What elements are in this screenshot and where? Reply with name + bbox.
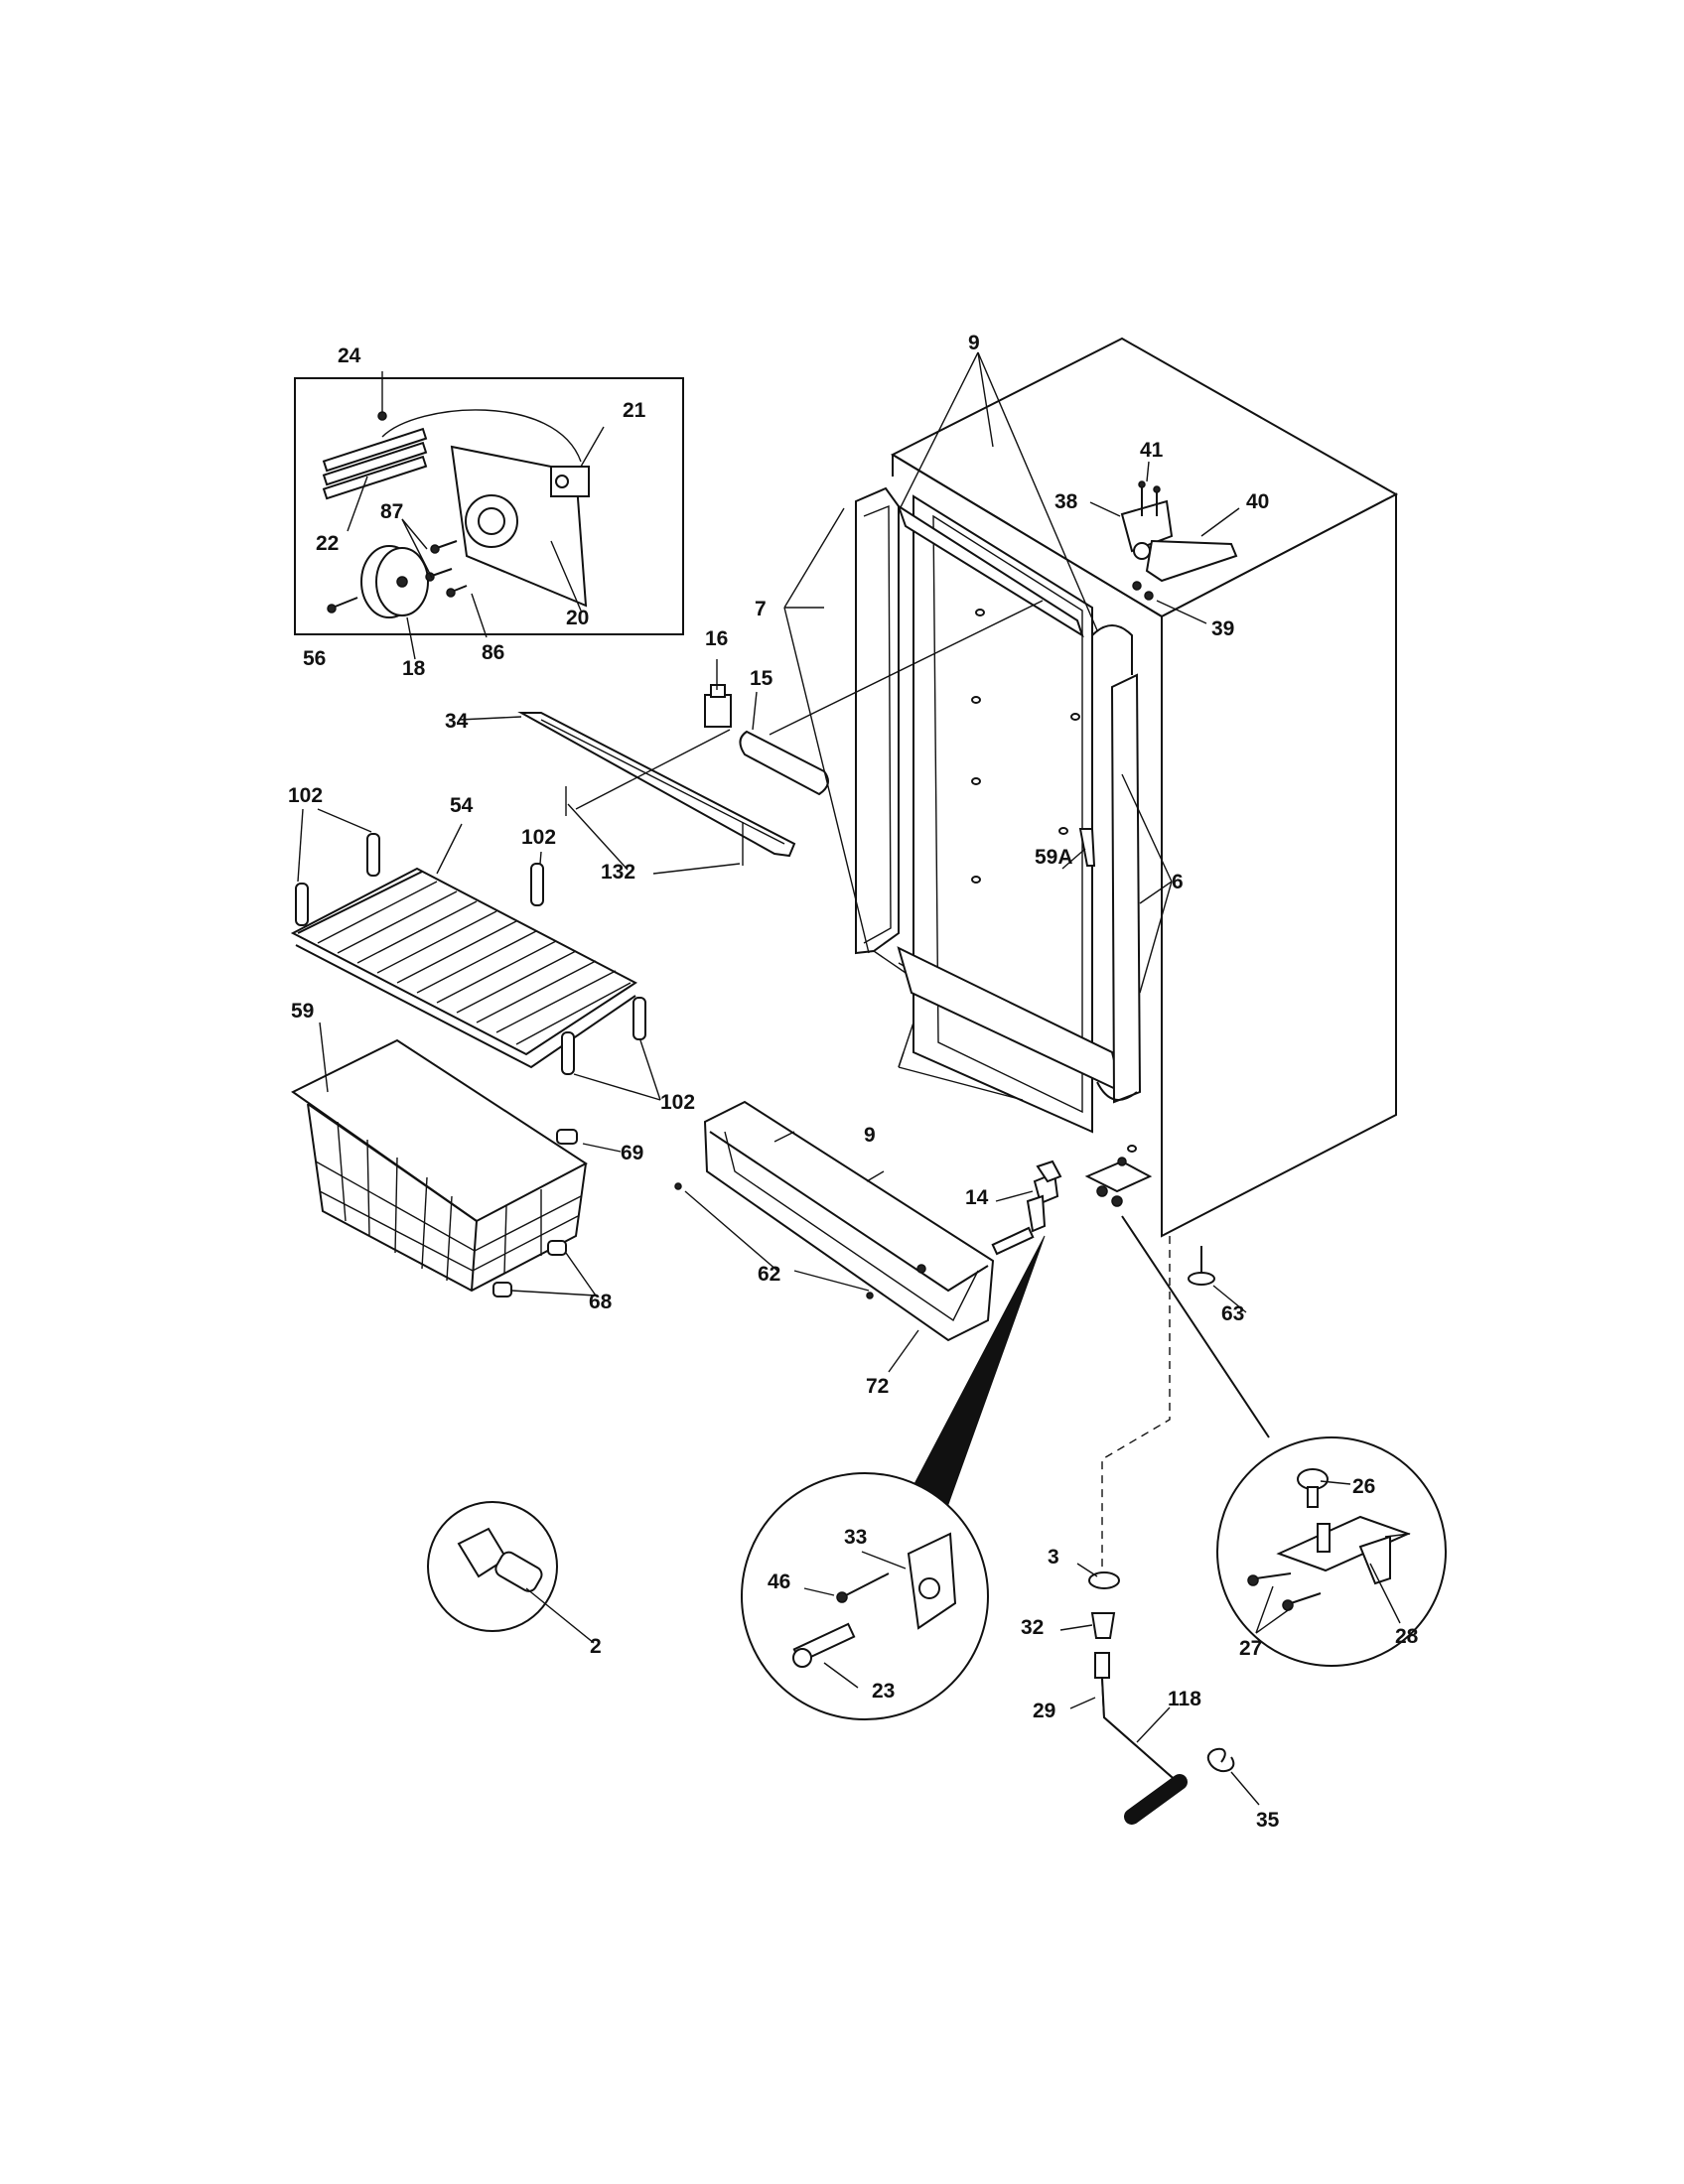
wire-shelf	[290, 867, 637, 1069]
fan-motor-inset	[294, 371, 684, 660]
callout-102-top-right: 102	[521, 826, 556, 849]
callout-34: 34	[445, 710, 469, 733]
callout-72: 72	[866, 1375, 889, 1398]
freezer-cabinet	[890, 337, 1399, 1238]
callout-29: 29	[1033, 1700, 1055, 1722]
callout-24: 24	[338, 344, 361, 367]
callout-87: 87	[380, 500, 403, 523]
heater-bars	[322, 427, 428, 500]
callout-102-top-left: 102	[288, 784, 323, 807]
callout-2: 2	[590, 1635, 602, 1658]
callout-40: 40	[1246, 490, 1269, 513]
shelf-supports	[295, 808, 661, 1101]
callout-22: 22	[316, 532, 339, 555]
shelf-trim	[458, 600, 1044, 875]
drain-assembly	[1059, 1563, 1260, 1825]
callout-56: 56	[303, 647, 326, 670]
callout-59A: 59A	[1035, 846, 1073, 869]
callout-23: 23	[872, 1680, 895, 1703]
callout-132: 132	[601, 861, 635, 884]
callout-16: 16	[705, 627, 728, 650]
callout-35: 35	[1256, 1809, 1280, 1832]
callout-54: 54	[450, 794, 474, 817]
bottom-hinge	[991, 1157, 1153, 1256]
callout-62: 62	[758, 1263, 780, 1286]
callout-102-bottom: 102	[660, 1091, 695, 1114]
callout-15: 15	[750, 667, 773, 690]
callout-27: 27	[1239, 1637, 1262, 1660]
callout-32: 32	[1021, 1616, 1044, 1639]
callout-9-bottom: 9	[864, 1124, 876, 1147]
callout-41: 41	[1140, 439, 1164, 462]
callout-69: 69	[621, 1142, 643, 1164]
callout-labels: 24 21 22 87 20 56 18 86 16 15 34 7 9 41 …	[288, 332, 1419, 1832]
callout-39: 39	[1211, 617, 1234, 640]
callout-21: 21	[623, 399, 646, 422]
hinge-pin-detail	[741, 1235, 1046, 1720]
callout-3: 3	[1048, 1546, 1059, 1569]
door-gasket	[855, 486, 1142, 1104]
callout-26: 26	[1352, 1475, 1375, 1498]
toe-grille	[674, 1100, 995, 1373]
basket-bumpers	[492, 1129, 622, 1297]
light-assembly	[704, 659, 829, 796]
callout-6: 6	[1172, 871, 1184, 893]
callout-20: 20	[566, 607, 589, 629]
callout-118: 118	[1168, 1688, 1201, 1710]
callout-63: 63	[1221, 1302, 1244, 1325]
fitting-detail	[427, 1501, 595, 1644]
callout-86: 86	[482, 641, 504, 664]
bottom-hinge-detail	[1121, 1215, 1447, 1667]
callout-68: 68	[589, 1291, 613, 1313]
gasket-leaders	[783, 351, 1173, 1101]
callout-14: 14	[965, 1186, 989, 1209]
callout-46: 46	[768, 1570, 790, 1593]
callout-28: 28	[1395, 1625, 1419, 1648]
top-hinge	[1089, 461, 1240, 624]
callout-33: 33	[844, 1526, 867, 1549]
callout-18: 18	[402, 657, 426, 680]
callout-59: 59	[291, 1000, 314, 1023]
callout-7: 7	[755, 598, 767, 620]
wire-basket	[291, 1022, 588, 1293]
callout-38: 38	[1054, 490, 1078, 513]
leveling-leg	[1188, 1246, 1247, 1313]
callout-9-top: 9	[968, 332, 980, 354]
